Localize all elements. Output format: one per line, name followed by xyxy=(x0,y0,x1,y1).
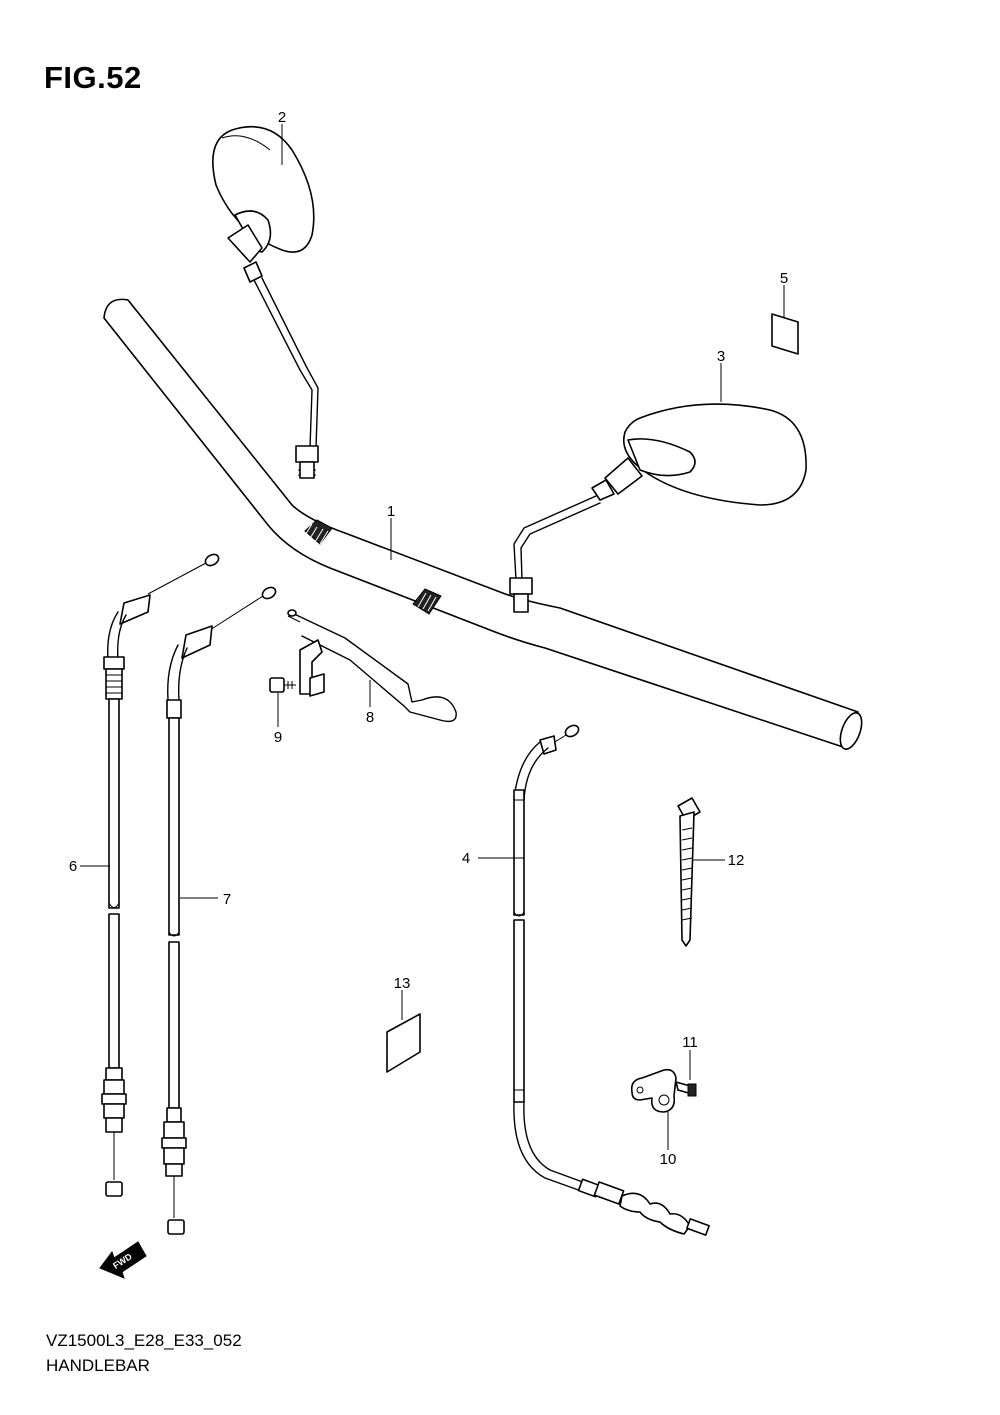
callout-13: 13 xyxy=(394,975,411,992)
leader-lines xyxy=(80,124,785,1150)
callout-6: 6 xyxy=(69,858,77,875)
throttle-cable-7-part xyxy=(161,586,277,1235)
callout-10: 10 xyxy=(660,1151,677,1168)
figure-title: FIG.52 xyxy=(44,60,142,95)
callout-3: 3 xyxy=(717,348,725,365)
callout-9: 9 xyxy=(274,729,282,746)
cable-guide-part xyxy=(287,609,457,723)
cable-tie-part xyxy=(677,797,701,947)
label-part-13 xyxy=(386,1013,421,1073)
callout-11: 11 xyxy=(682,1034,698,1051)
callout-5: 5 xyxy=(780,270,788,287)
throttle-cable-6-part xyxy=(101,553,220,1197)
callout-12: 12 xyxy=(728,852,745,869)
label-part-5 xyxy=(771,313,799,355)
fwd-arrow: FWD xyxy=(99,1241,147,1279)
clamp-part xyxy=(630,1068,697,1113)
handlebar-part xyxy=(103,298,863,750)
left-mirror-part xyxy=(212,126,319,479)
callout-4: 4 xyxy=(462,850,470,867)
callout-8: 8 xyxy=(366,709,374,726)
right-mirror-part xyxy=(509,403,807,613)
figure-name: HANDLEBAR xyxy=(46,1356,150,1375)
figure-code: VZ1500L3_E28_E33_052 xyxy=(46,1331,242,1350)
callout-7: 7 xyxy=(223,891,231,908)
callout-2: 2 xyxy=(278,109,286,126)
callout-1: 1 xyxy=(387,503,395,520)
bolt-9-part xyxy=(269,677,296,693)
clutch-cable-part xyxy=(513,724,710,1236)
